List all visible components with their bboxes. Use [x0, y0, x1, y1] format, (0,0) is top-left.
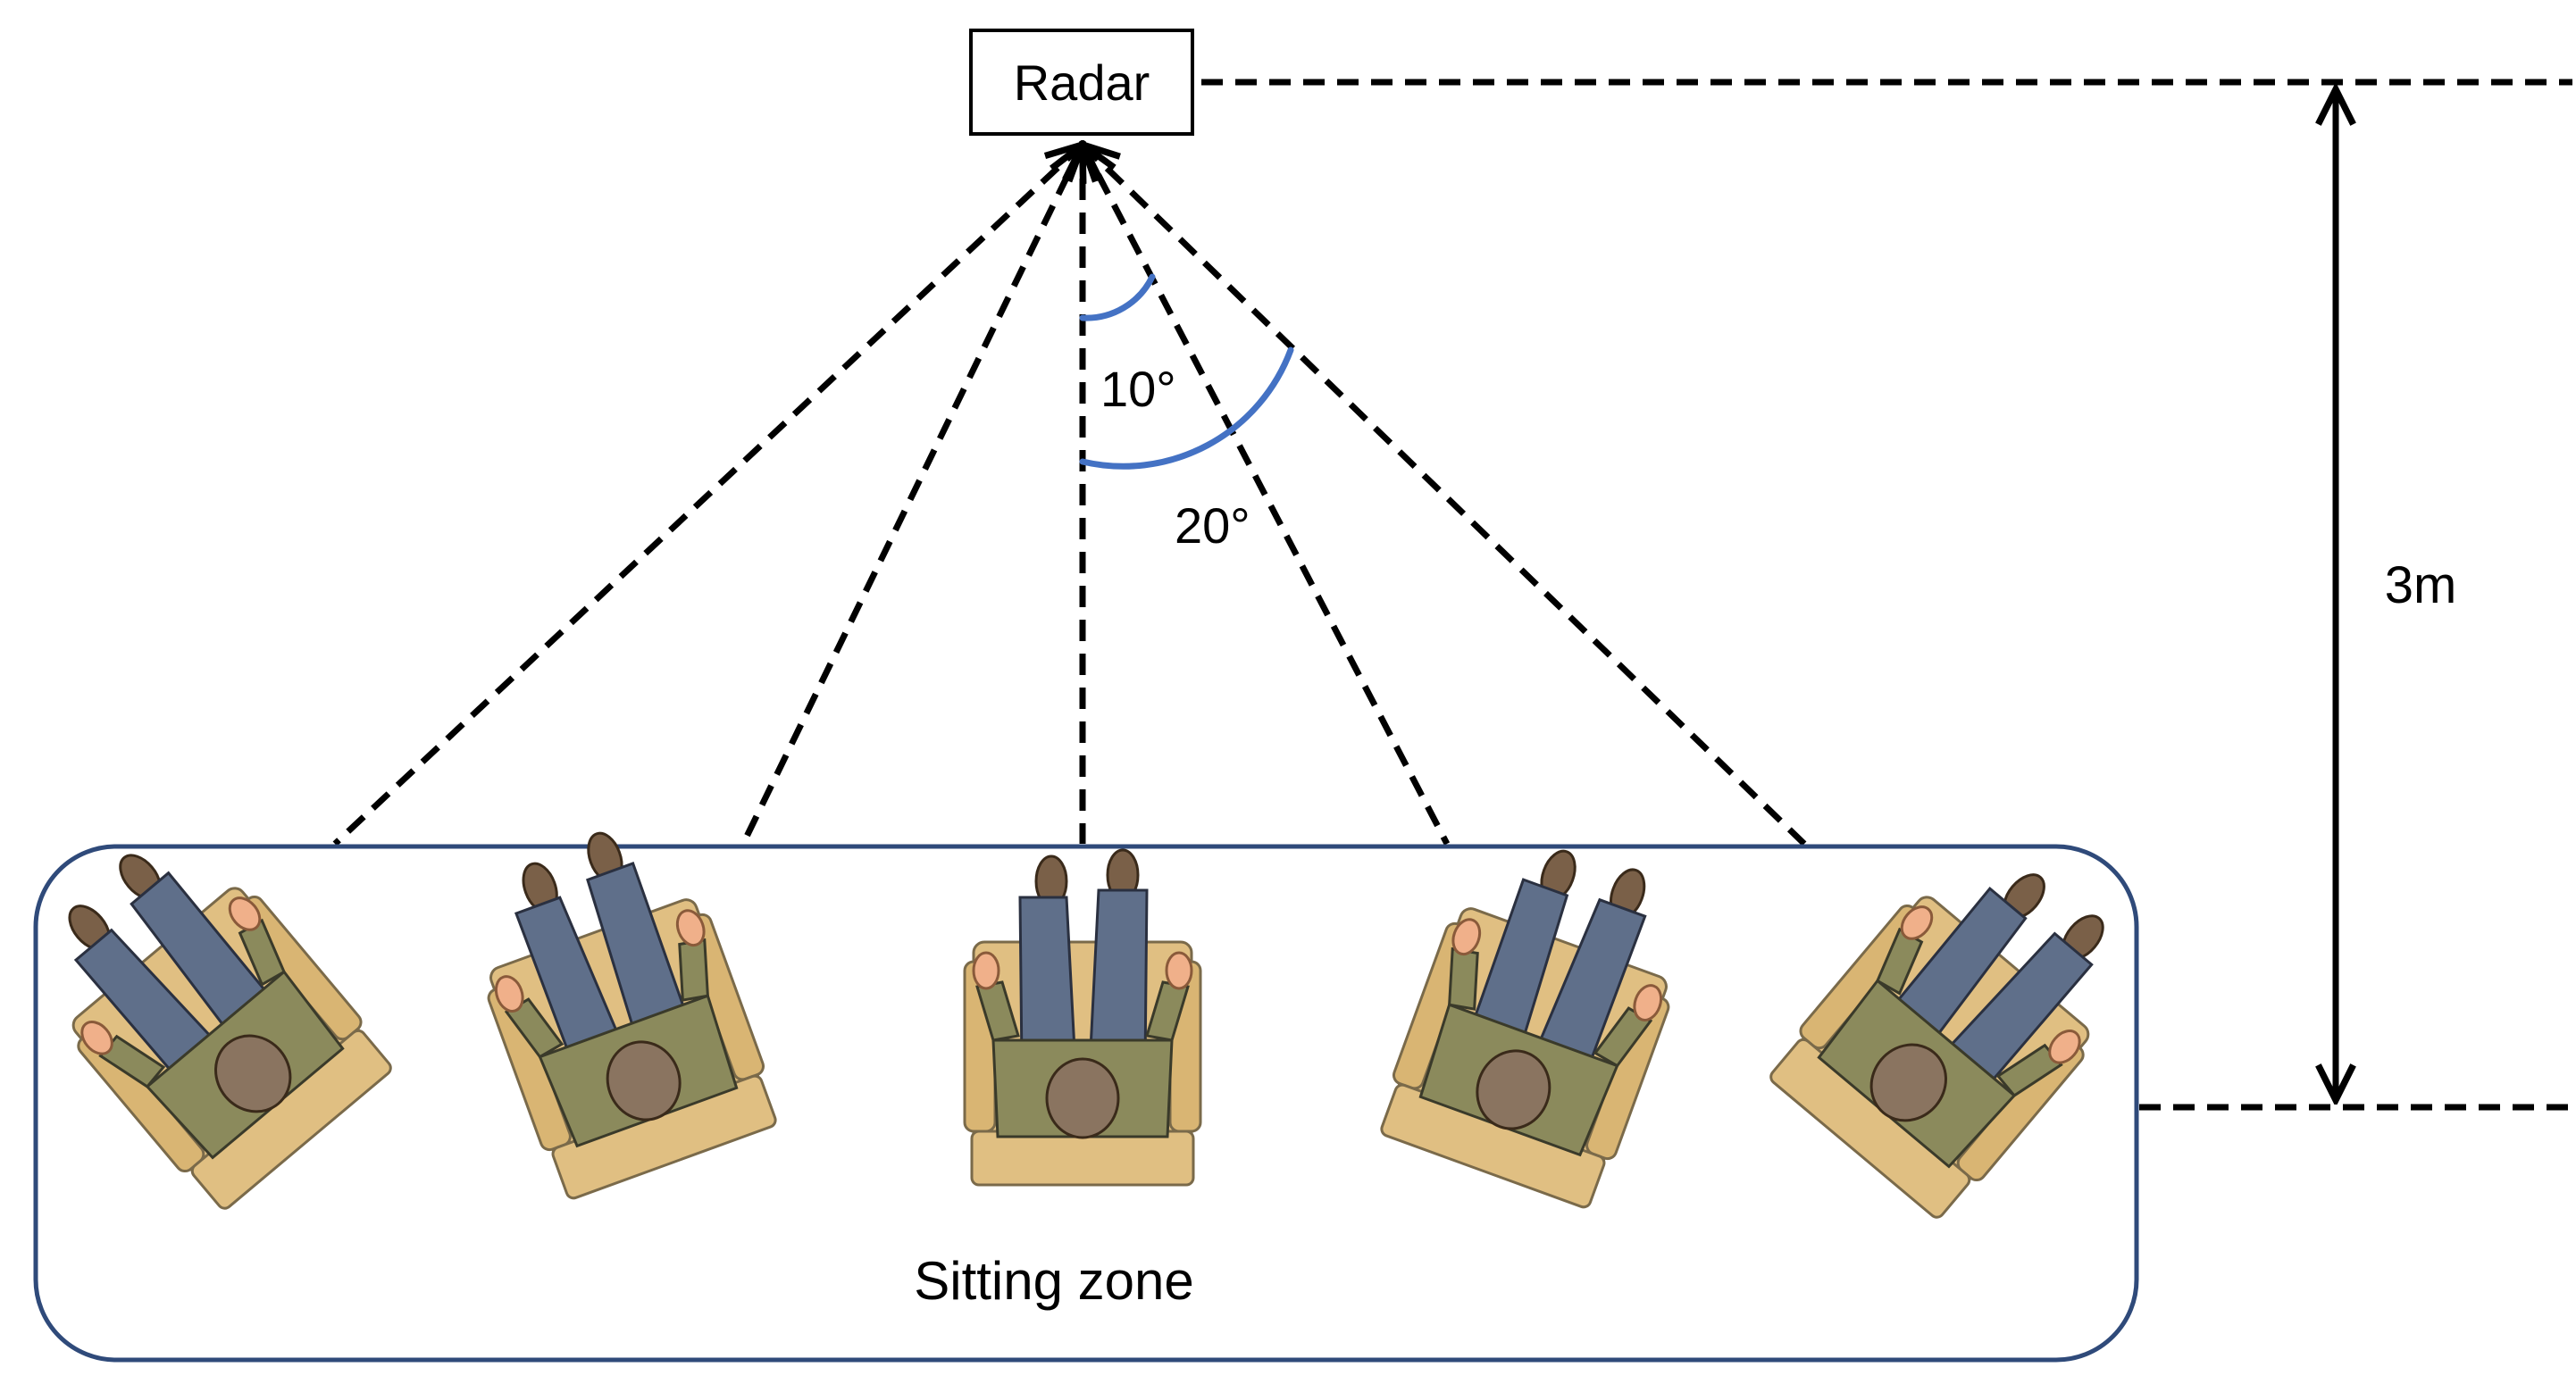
beam-right-20: [1083, 145, 1451, 846]
beam-left-40: [332, 145, 1083, 846]
distance-label: 3m: [2385, 556, 2457, 614]
angle-arc-10: [1079, 273, 1156, 321]
beam-right-40: [1083, 145, 1807, 846]
radar-label: Radar: [1014, 54, 1150, 111]
beam-left-20: [740, 145, 1083, 846]
occupant-chair-5: [1761, 815, 2161, 1227]
sitting-zone-label: Sitting zone: [914, 1251, 1194, 1311]
radar-box: [969, 29, 1194, 136]
sitting-zone: [33, 844, 2139, 1363]
occupant-chair-2: [447, 805, 786, 1205]
angle-arc-20: [1079, 346, 1294, 470]
angle-label-10: 10°: [1100, 361, 1176, 417]
radar-beams: [332, 145, 1807, 846]
angle-label-20: 20°: [1175, 497, 1250, 554]
occupant-chair-4: [1371, 814, 1710, 1213]
occupant-chair-3: [963, 848, 1202, 1187]
